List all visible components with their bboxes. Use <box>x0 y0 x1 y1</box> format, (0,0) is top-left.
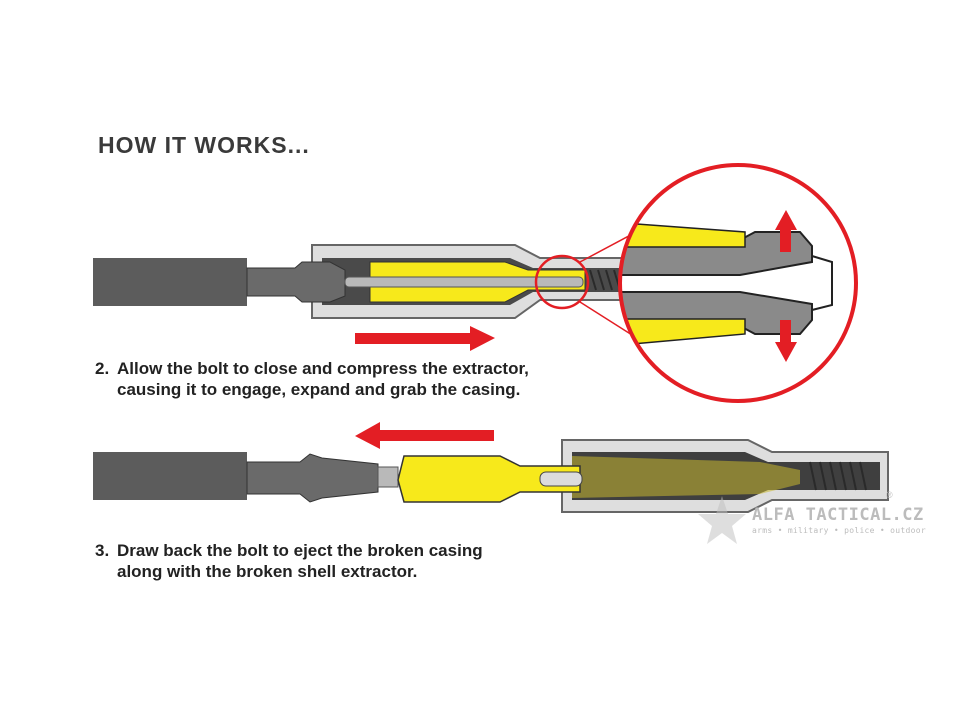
step-2-line2: causing it to engage, expand and grab th… <box>117 380 521 399</box>
watermark-tagline: arms • military • police • outdoor <box>752 526 926 535</box>
step-2-line1: Allow the bolt to close and compress the… <box>117 359 529 378</box>
ejected-casing <box>397 455 581 503</box>
arrow-right-icon <box>355 326 495 351</box>
bolt-neck <box>246 261 346 303</box>
bolt-body-2 <box>93 452 247 500</box>
zoom-circle-small <box>534 254 590 310</box>
step-3-number: 3. <box>95 541 110 560</box>
bolt-rod <box>344 276 584 288</box>
watermark-registered: ® <box>886 490 893 500</box>
diagram-bolt-ejecting <box>93 422 889 513</box>
watermark-star-icon <box>698 496 746 544</box>
step-3-line1: Draw back the bolt to eject the broken c… <box>117 541 483 560</box>
diagram-bolt-closing <box>93 229 651 351</box>
page-title: HOW IT WORKS... <box>98 132 310 158</box>
bolt-body <box>93 258 247 306</box>
bolt-neck-2 <box>246 453 379 503</box>
rifling-lines-2 <box>809 461 867 491</box>
zoom-circle-large <box>618 163 858 403</box>
arrow-left-icon <box>355 422 494 449</box>
arrow-down-icon <box>775 320 797 362</box>
watermark-brand: ALFA TACTICAL.CZ <box>752 505 924 525</box>
step-2-number: 2. <box>95 359 110 378</box>
zoom-detail <box>618 163 858 403</box>
step-3-line2: along with the broken shell extractor. <box>117 562 418 581</box>
step-2-caption: 2. Allow the bolt to close and compress t… <box>95 358 529 400</box>
step-3-caption: 3. Draw back the bolt to eject the broken… <box>95 540 483 582</box>
arrow-up-icon <box>775 210 797 252</box>
